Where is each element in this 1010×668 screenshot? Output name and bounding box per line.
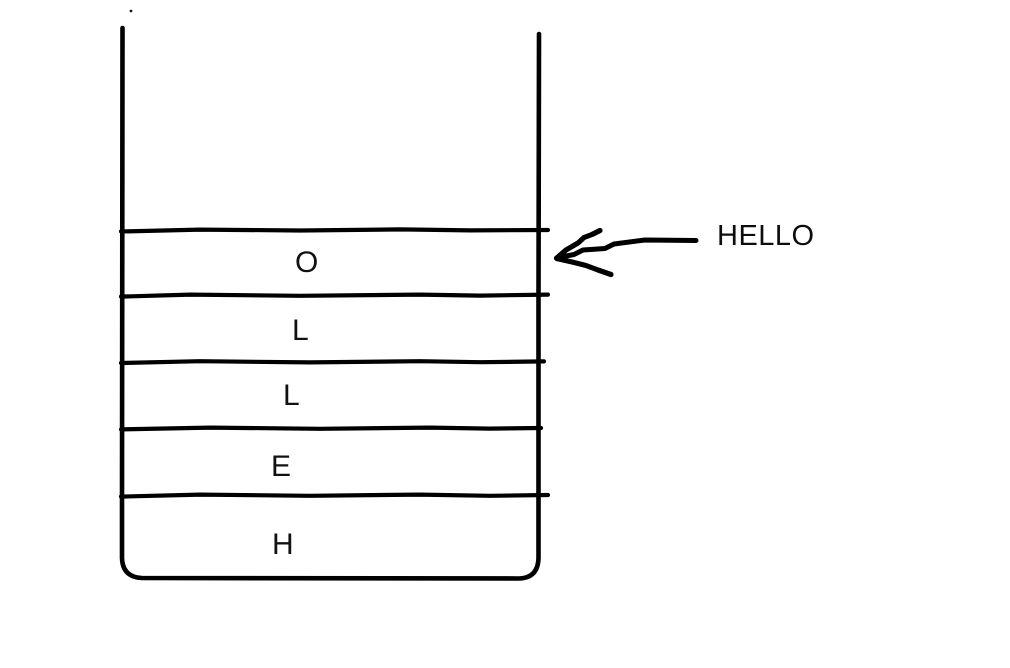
annotation-label: HELLO [717, 220, 815, 252]
stack-divider-1 [118, 227, 551, 234]
stack-cell-letter-5: O [295, 246, 319, 279]
annotation-arrow-icon [553, 227, 699, 278]
stack-divider-4 [118, 425, 544, 432]
stack-divider-5 [118, 492, 551, 499]
stack-cell-letter-3: L [283, 379, 300, 412]
stack-cell-letter-2: E [271, 450, 292, 483]
stray-dot-artifact [129, 9, 133, 13]
stack-container-outline [119, 25, 542, 581]
stack-cell-letter-1: H [272, 528, 294, 561]
stack-cell-letter-4: L [292, 314, 309, 347]
stack-divider-2 [118, 292, 551, 299]
stack-divider-3 [118, 359, 547, 366]
